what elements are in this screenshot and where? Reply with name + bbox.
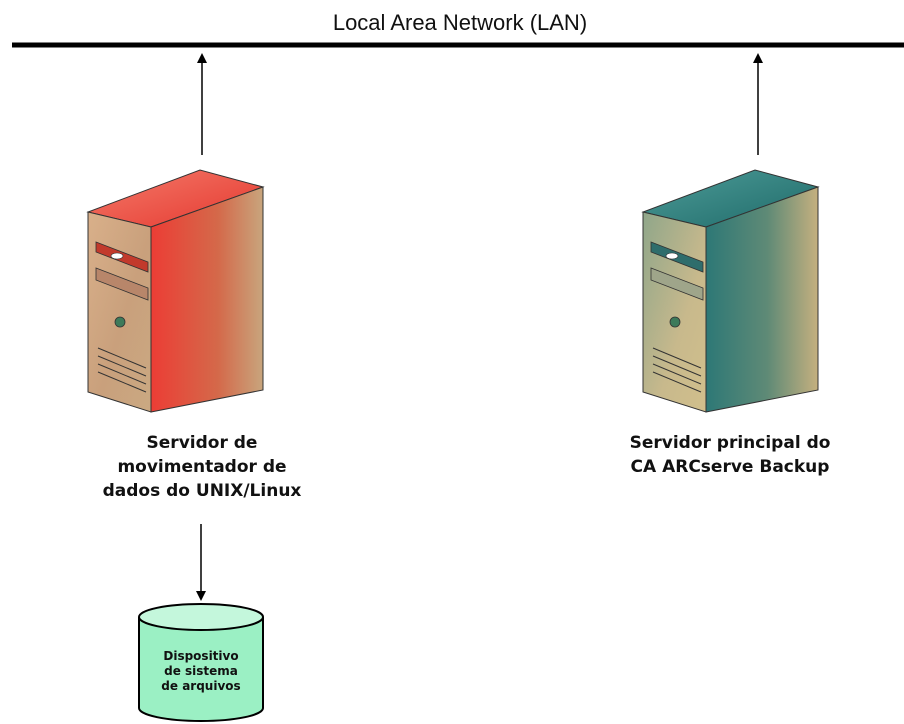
label-line: de sistema	[164, 664, 238, 678]
label-line: de arquivos	[161, 679, 241, 693]
label-line: CA ARCserve Backup	[630, 457, 830, 477]
lan-label: Local Area Network (LAN)	[333, 10, 587, 35]
server-tower-icon	[641, 169, 820, 413]
primary-server-label: Servidor principal do CA ARCserve Backup	[605, 431, 855, 479]
disk-cylinder-icon	[138, 603, 264, 722]
label-line: Servidor principal do	[629, 433, 831, 453]
label-line: dados do UNIX/Linux	[102, 481, 302, 501]
storage-device-label: Dispositivo de sistema de arquivos	[141, 649, 261, 694]
data-mover-server-label: Servidor de movimentador de dados do UNI…	[77, 431, 327, 503]
label-line: movimentador de	[117, 457, 287, 477]
server-tower-icon	[86, 169, 265, 413]
label-line: Servidor de	[146, 433, 258, 453]
label-line: Dispositivo	[163, 649, 239, 663]
